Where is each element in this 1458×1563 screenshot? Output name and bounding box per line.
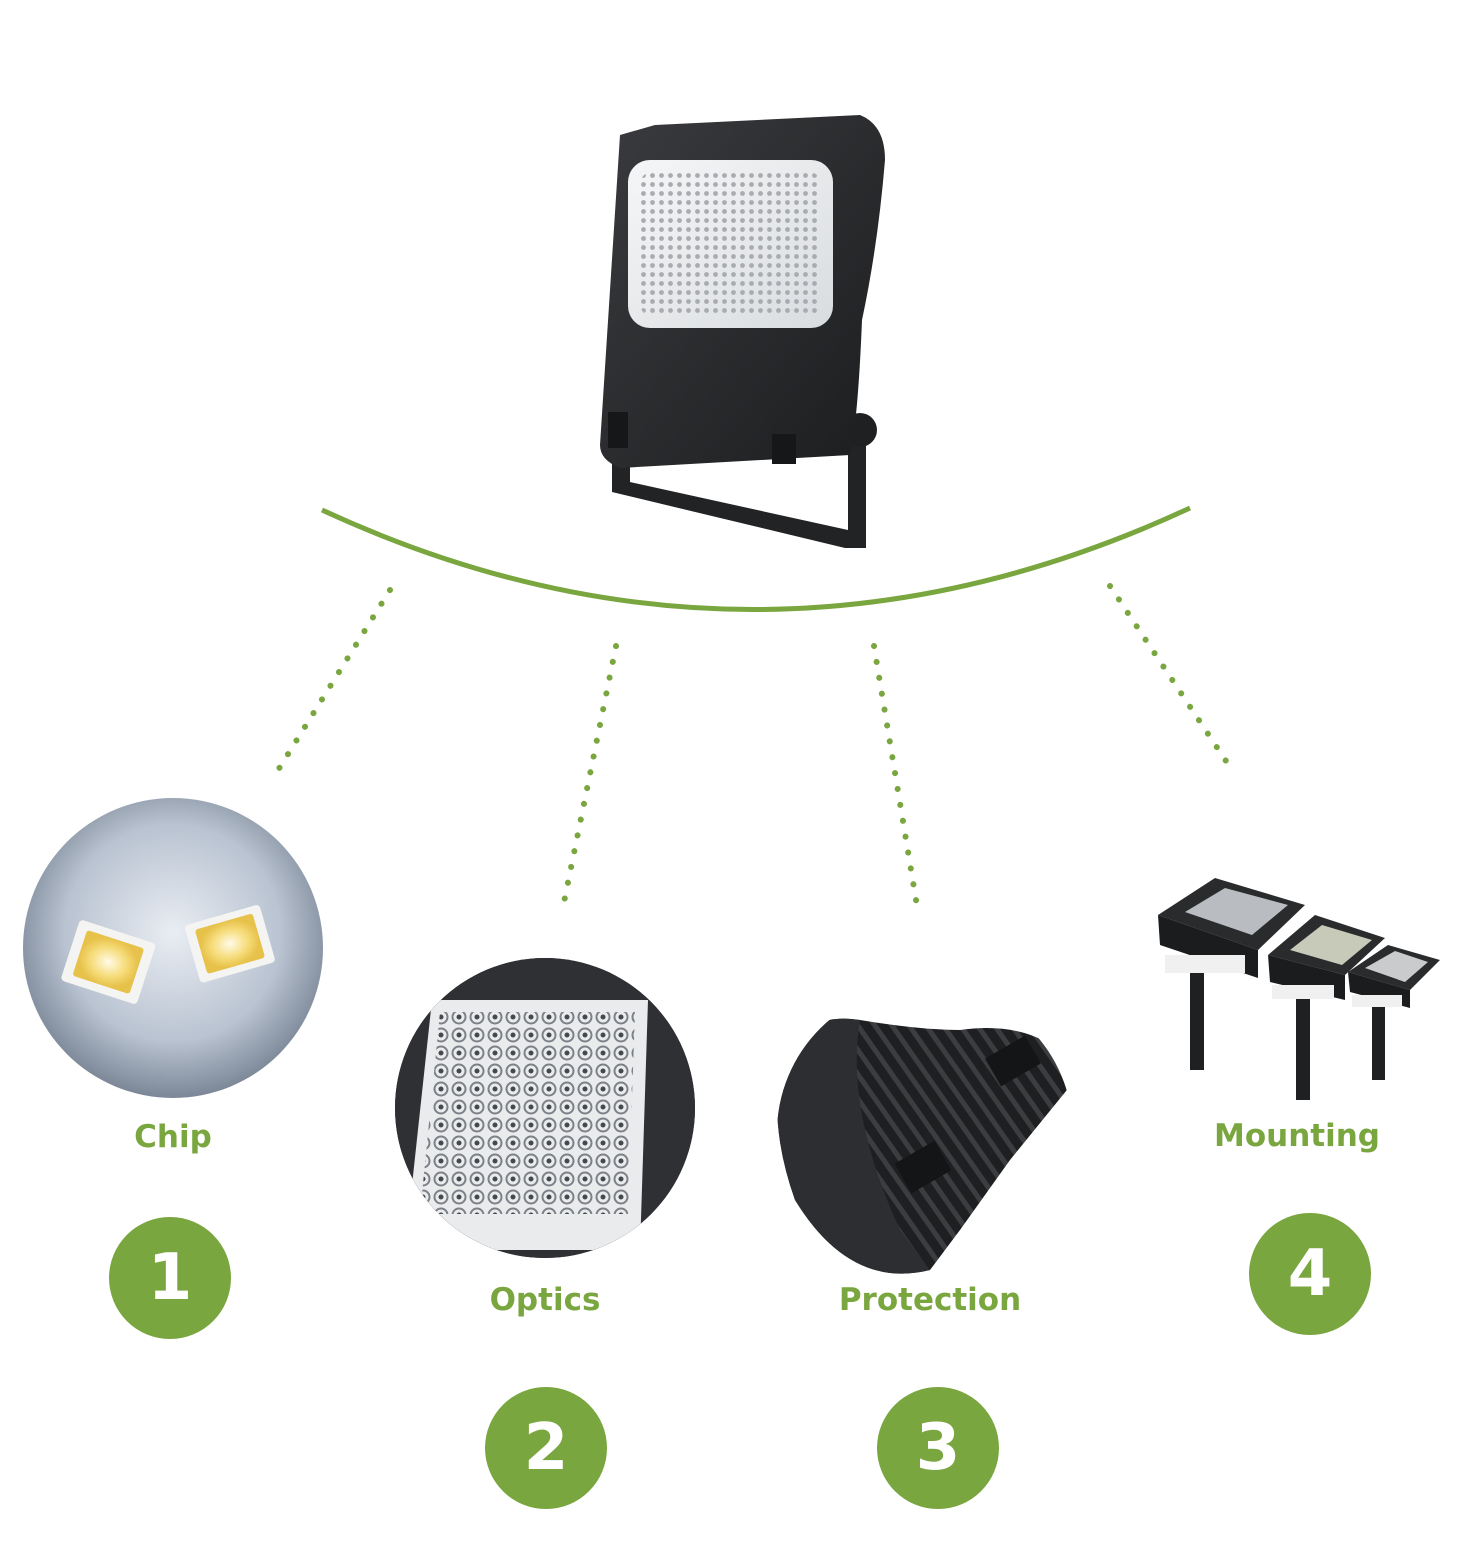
feature-badge-2: 2 <box>485 1387 607 1509</box>
led-chip-icon <box>23 798 323 1098</box>
feature-badge-4: 4 <box>1249 1213 1371 1335</box>
feature-label-protection: Protection <box>838 1282 1022 1318</box>
connector-line-protection <box>871 643 921 915</box>
chip-phosphor <box>73 930 144 994</box>
led-floodlight-icon <box>600 115 885 548</box>
feature-arc <box>320 505 1192 612</box>
lens-array-icon <box>395 958 695 1258</box>
housing-clip <box>772 434 796 464</box>
chip-phosphor <box>195 914 265 974</box>
feature-label-optics: Optics <box>489 1282 601 1318</box>
optics-lenses <box>420 1012 635 1214</box>
heat-sink-icon <box>777 1018 1073 1274</box>
floodlight-led-array <box>640 172 821 316</box>
connector-line-chip <box>272 587 393 778</box>
feature-label-chip: Chip <box>134 1119 212 1155</box>
connector-line-optics <box>559 643 619 915</box>
pole-mount-icon <box>1158 878 1440 1100</box>
housing-clip <box>608 412 628 448</box>
feature-badge-3: 3 <box>877 1387 999 1509</box>
feature-badge-1: 1 <box>109 1217 231 1339</box>
heat-sink-body <box>777 1018 930 1274</box>
feature-label-mounting: Mounting <box>1214 1118 1380 1154</box>
connector-line-mounting <box>1107 583 1235 773</box>
mounting-bracket <box>612 440 866 548</box>
